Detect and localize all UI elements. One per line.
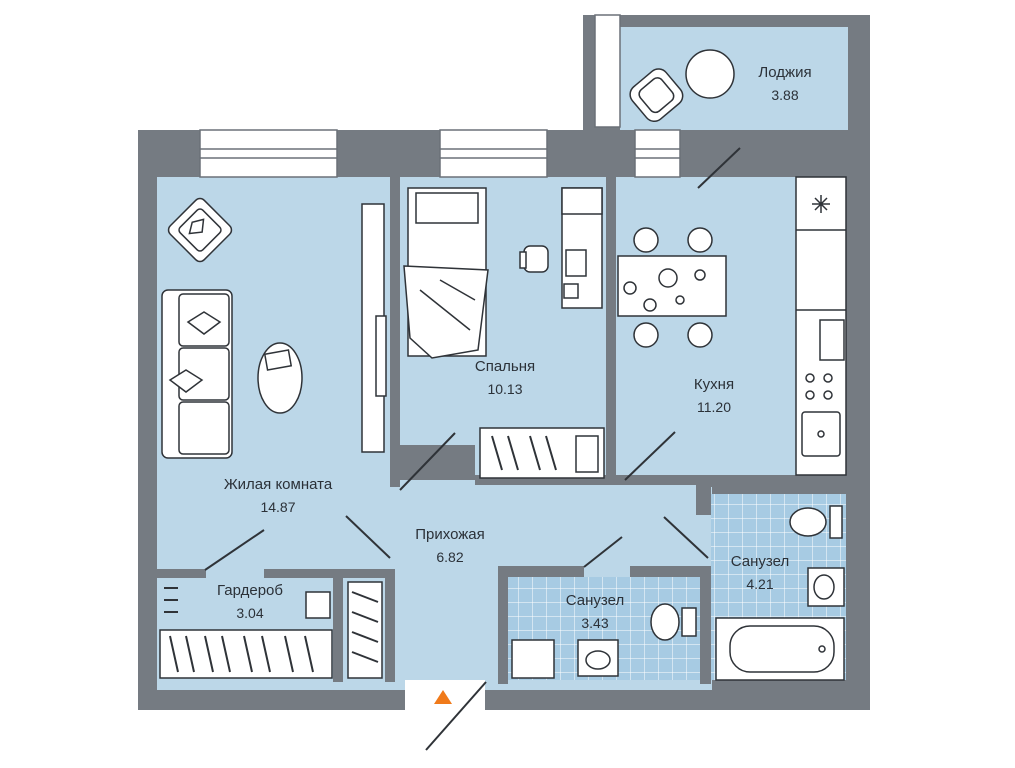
bookshelf-icon xyxy=(561,187,603,215)
room-label-bedroom: Спальня 10.13 xyxy=(455,356,555,400)
bathtub-icon xyxy=(715,617,845,681)
room-name: Санузел xyxy=(730,553,790,570)
room-area: 6.82 xyxy=(436,549,464,565)
room-area: 3.88 xyxy=(771,87,799,103)
kitchen-furniture xyxy=(617,176,847,476)
bathroom-fixtures xyxy=(511,505,845,681)
washing-machine-icon xyxy=(511,639,555,679)
room-area: 3.43 xyxy=(581,615,609,631)
room-name: Прихожая xyxy=(415,526,485,543)
toilet-large-icon xyxy=(789,505,843,539)
room-name: Гардероб xyxy=(217,582,283,599)
room-name: Лоджия xyxy=(758,64,812,81)
window-loggia xyxy=(594,14,621,128)
room-area: 11.20 xyxy=(697,399,731,415)
washbasin-small-icon xyxy=(577,639,619,677)
toilet-small-icon xyxy=(650,603,697,641)
room-name: Спальня xyxy=(474,358,536,375)
room-area: 3.04 xyxy=(236,605,264,621)
fridge-star-icon xyxy=(812,195,830,213)
lounge-chair-icon xyxy=(629,68,684,123)
wardrobe-furniture xyxy=(159,581,383,679)
windows xyxy=(199,14,681,178)
bedroom-furniture xyxy=(403,187,605,479)
room-label-living: Жилая комната 14.87 xyxy=(198,474,358,518)
room-name: Санузел xyxy=(565,592,625,609)
interior-walls xyxy=(157,130,846,684)
loggia-furniture xyxy=(629,49,735,123)
room-label-bathroom-small: Санузел 3.43 xyxy=(550,590,640,634)
desk-chair-icon xyxy=(519,245,549,273)
room-label-wardrobe: Гардероб 3.04 xyxy=(205,580,295,624)
room-name: Кухня xyxy=(693,376,735,393)
living-furniture xyxy=(161,197,387,459)
washbasin-large-icon xyxy=(807,567,845,607)
armchair-icon xyxy=(167,197,233,263)
window-living xyxy=(199,129,338,178)
room-label-hallway: Прихожая 6.82 xyxy=(400,524,500,568)
room-label-kitchen: Кухня 11.20 xyxy=(664,374,764,418)
room-area: 14.87 xyxy=(260,499,296,515)
room-area: 10.13 xyxy=(487,381,523,397)
room-label-loggia: Лоджия 3.88 xyxy=(740,62,830,106)
window-kitchen xyxy=(634,129,681,178)
door-lines xyxy=(204,147,741,751)
round-table-icon xyxy=(685,49,735,99)
room-label-bathroom-large: Санузел 4.21 xyxy=(715,551,805,595)
stove-icon xyxy=(819,319,845,361)
room-name: Жилая комната xyxy=(223,476,333,493)
window-bedroom xyxy=(439,129,548,178)
entrance-marker-icon xyxy=(434,690,452,704)
room-area: 4.21 xyxy=(746,576,774,592)
